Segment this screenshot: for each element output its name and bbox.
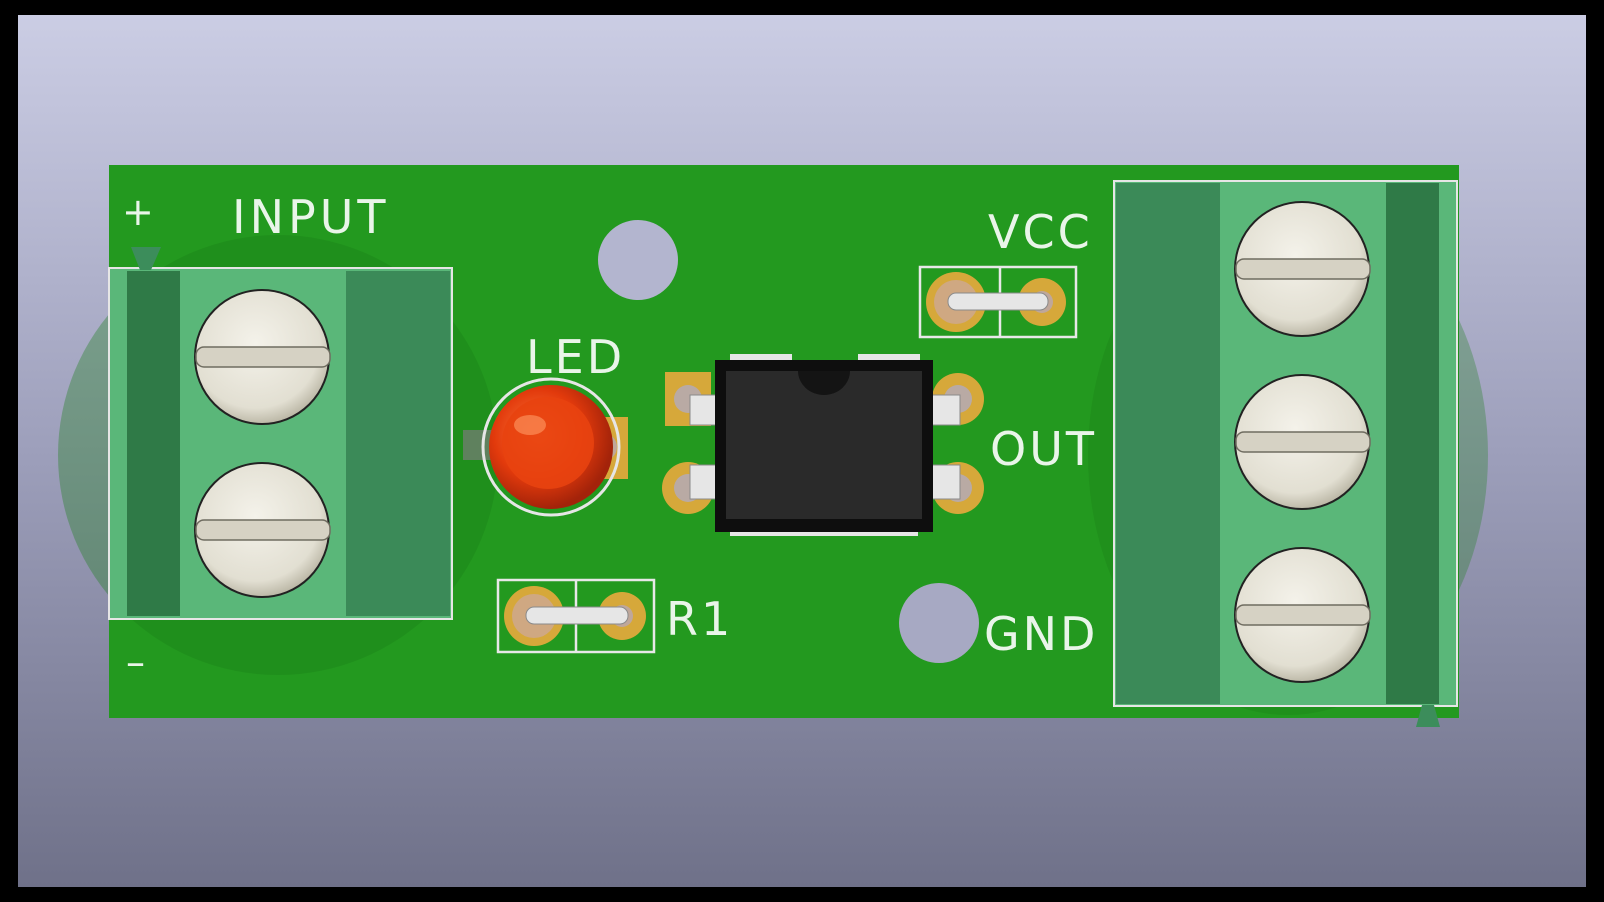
silk-out-label: OUT xyxy=(990,422,1097,476)
silk-led-label: LED xyxy=(526,330,625,384)
silk-plus: + xyxy=(122,190,154,234)
pcb-render: + – INPUT LED R1 VCC OUT GND xyxy=(58,165,1488,727)
output-terminal-block xyxy=(1113,180,1458,727)
vcc-jumper xyxy=(918,265,1078,339)
r1-resistor xyxy=(496,578,656,654)
mounting-hole xyxy=(598,220,678,300)
input-terminal-block xyxy=(108,247,453,620)
silk-vcc-label: VCC xyxy=(988,205,1093,259)
silk-r1-label: R1 xyxy=(666,592,733,646)
optocoupler-ic xyxy=(662,354,984,536)
screw-terminal-icon xyxy=(1234,547,1371,683)
silk-input-label: INPUT xyxy=(232,190,389,244)
3d-viewport[interactable]: + – INPUT LED R1 VCC OUT GND xyxy=(18,15,1586,887)
screw-terminal-icon xyxy=(194,462,331,598)
screw-terminal-icon xyxy=(194,289,331,425)
screw-terminal-icon xyxy=(1234,374,1371,510)
silk-gnd-label: GND xyxy=(984,607,1098,661)
silk-minus: – xyxy=(126,640,145,684)
led-component xyxy=(463,377,628,517)
screw-terminal-icon xyxy=(1234,201,1371,337)
mounting-hole xyxy=(899,583,979,663)
